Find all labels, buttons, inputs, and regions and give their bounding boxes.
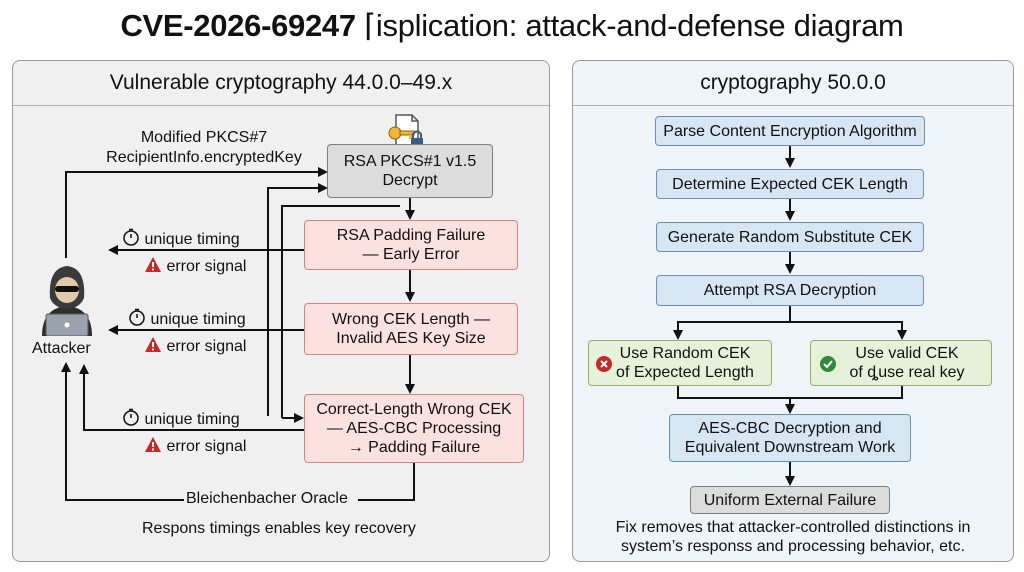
padding-failure-box: RSA Padding Failure — Early Error: [304, 220, 518, 270]
signal-error-group-1: error signal: [144, 254, 246, 276]
signal-timing-1: unique timing: [144, 231, 240, 248]
random-cek-line-1: Use Random CEK: [619, 345, 751, 362]
rsa-decrypt-line-1: RSA PKCS#1 v1.5: [343, 153, 477, 170]
flow-step-expected-length: Determine Expected CEK Length: [656, 169, 924, 199]
signal-error-3: error signal: [166, 438, 247, 455]
diagram-title: CVE-2026-69247 ⌈isplication: attack-and-…: [0, 8, 1024, 44]
uniform-failure-box: Uniform External Failure: [690, 486, 890, 514]
signal-group-2: unique timing: [128, 306, 246, 329]
signal-timing-3: unique timing: [144, 411, 240, 428]
correct-length-line-3: → Padding Failure: [347, 439, 481, 456]
warning-icon: [144, 337, 166, 357]
attacker-label: Attacker: [32, 340, 91, 357]
right-footer: Fix removes that attacker-controlled dis…: [588, 518, 998, 556]
right-footer-line-2: system’s responss and processing behavio…: [621, 538, 965, 555]
correct-length-wrong-cek-box: Correct-Length Wrong CEK — AES-CBC Proce…: [304, 394, 524, 463]
signal-error-1: error signal: [166, 258, 247, 275]
check-icon: [819, 355, 837, 378]
aes-cbc-line-1: AES-CBC Decryption and: [698, 420, 882, 437]
left-footer: Respons timings enables key recovery: [142, 520, 416, 537]
wrong-cek-length-box: Wrong CEK Length — Invalid AES Key Size: [304, 303, 518, 355]
title-rest: ⌈isplication: attack-and-defense diagram: [355, 8, 904, 43]
valid-cek-line-1: Use valid CEK: [855, 345, 959, 362]
valid-cek-line-2: of ȡuse real key: [849, 364, 965, 381]
flow-step-random-cek: Generate Random Substitute CEK: [656, 222, 924, 252]
flow-step-rsa-decrypt: Attempt RSA Decryption: [656, 275, 924, 306]
signal-error-group-3: error signal: [144, 434, 246, 456]
key-lock-document-icon: [386, 114, 426, 155]
warning-icon: [144, 257, 166, 277]
signal-group-3: unique timing: [122, 406, 240, 429]
hacker-laptop-icon: [36, 262, 98, 341]
padding-failure-line-2: — Early Error: [362, 246, 460, 263]
warning-icon: [144, 437, 166, 457]
padding-failure-line-1: RSA Padding Failure: [336, 227, 486, 244]
input-label-line-1: Modified PKCS#7: [140, 129, 268, 146]
correct-length-line-2: — AES-CBC Processing: [326, 420, 502, 437]
title-cve: CVE-2026-69247: [120, 8, 356, 43]
random-cek-line-2: of Expected Length: [616, 364, 754, 381]
wrong-cek-line-2: Invalid AES Key Size: [336, 330, 486, 347]
input-label: Modified PKCS#7 RecipientInfo.encryptedK…: [84, 128, 324, 168]
correct-length-line-1: Correct-Length Wrong CEK: [316, 401, 512, 418]
oracle-label: Bleichenbacher Oracle: [186, 490, 348, 507]
rsa-decrypt-box: RSA PKCS#1 v1.5 Decrypt: [327, 144, 493, 198]
aes-cbc-line-2: Equivalent Downstream Work: [684, 439, 896, 456]
right-footer-line-1: Fix removes that attacker-controlled dis…: [615, 519, 971, 536]
wrong-cek-line-1: Wrong CEK Length —: [331, 311, 490, 328]
fixed-panel-heading: cryptography 50.0.0: [573, 61, 1013, 106]
error-x-icon: [595, 355, 613, 378]
signal-timing-2: unique timing: [150, 311, 246, 328]
signal-error-group-2: error signal: [144, 334, 246, 356]
input-label-line-2: RecipientInfo.encryptedKey: [106, 149, 302, 166]
aes-cbc-box: AES-CBC Decryption and Equivalent Downst…: [669, 414, 911, 462]
vulnerable-panel-heading: Vulnerable cryptography 44.0.0–49.x: [13, 61, 549, 106]
stopwatch-icon: [122, 408, 144, 430]
signal-group-1: unique timing: [122, 226, 240, 249]
stopwatch-icon: [122, 228, 144, 250]
use-random-cek-box: Use Random CEK of Expected Length: [588, 340, 772, 386]
rsa-decrypt-line-2: Decrypt: [382, 172, 438, 189]
stopwatch-icon: [128, 308, 150, 330]
signal-error-2: error signal: [166, 338, 247, 355]
flow-step-parse: Parse Content Encryption Algorithm: [655, 116, 925, 146]
use-valid-cek-box: Use valid CEK of ȡuse real key: [810, 340, 992, 386]
